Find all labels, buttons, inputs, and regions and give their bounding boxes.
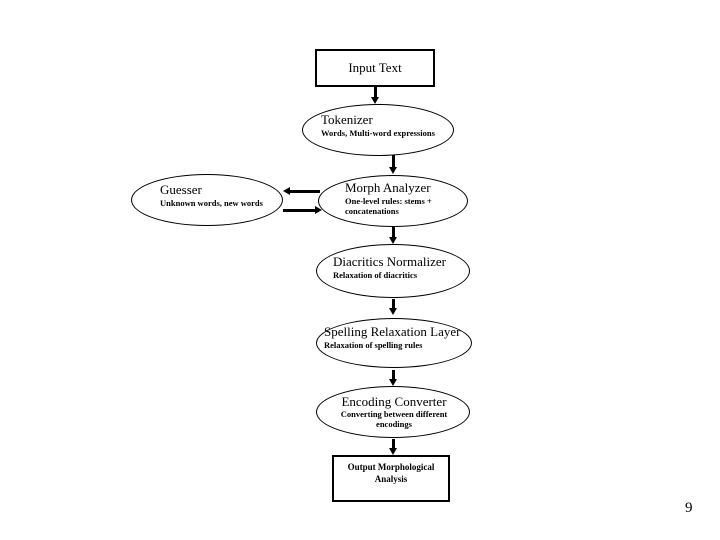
- node-diacritics-normalizer: Diacritics Normalizer Relaxation of diac…: [316, 244, 470, 298]
- node-spelling-relaxation-layer-subtitle: Relaxation of spelling rules: [324, 340, 423, 351]
- arrow-shaft: [392, 370, 395, 379]
- arrow-shaft: [392, 227, 395, 237]
- arrow-head-down-icon: [389, 167, 397, 174]
- node-spelling-relaxation-layer: Spelling Relaxation Layer Relaxation of …: [316, 318, 472, 368]
- arrow-spelling-to-encoding: [389, 370, 398, 386]
- node-tokenizer: Tokenizer Words, Multi-word expressions: [302, 104, 454, 156]
- node-output-title: Output Morphological Analysis: [347, 462, 435, 485]
- arrow-shaft: [392, 439, 395, 448]
- node-morph-analyzer-subtitle: One-level rules: stems + concatenations: [345, 196, 432, 217]
- node-encoding-converter: Encoding Converter Converting between di…: [316, 386, 470, 438]
- arrow-shaft: [374, 87, 377, 97]
- arrow-morph-to-guesser: [283, 187, 320, 196]
- arrow-tokenizer-to-morph: [389, 155, 398, 174]
- arrow-diacritics-to-spelling: [389, 299, 398, 315]
- arrow-head-right-icon: [315, 206, 322, 214]
- arrow-shaft: [392, 299, 395, 308]
- node-guesser: Guesser Unknown words, new words: [131, 174, 283, 226]
- node-input-text: Input Text: [315, 49, 435, 87]
- arrow-head-down-icon: [371, 97, 379, 104]
- node-spelling-relaxation-layer-title: Spelling Relaxation Layer: [324, 324, 461, 339]
- arrow-head-left-icon: [283, 187, 290, 195]
- arrow-shaft: [290, 190, 320, 193]
- node-morph-analyzer-title: Morph Analyzer: [345, 180, 431, 195]
- arrow-morph-to-diacritics: [389, 227, 398, 244]
- node-guesser-title: Guesser: [160, 182, 202, 197]
- node-encoding-converter-title: Encoding Converter: [341, 394, 447, 409]
- node-output: Output Morphological Analysis: [332, 455, 450, 502]
- arrow-head-down-icon: [389, 308, 397, 315]
- arrow-shaft: [392, 155, 395, 167]
- node-diacritics-normalizer-title: Diacritics Normalizer: [333, 254, 446, 269]
- arrow-encoding-to-output: [389, 439, 398, 455]
- arrow-head-down-icon: [389, 237, 397, 244]
- arrow-input-to-tokenizer: [371, 87, 380, 104]
- node-encoding-converter-subtitle: Converting between different encodings: [340, 409, 448, 430]
- node-morph-analyzer: Morph Analyzer One-level rules: stems + …: [318, 175, 468, 227]
- node-tokenizer-subtitle: Words, Multi-word expressions: [321, 128, 435, 139]
- arrow-head-down-icon: [389, 379, 397, 386]
- page-number: 9: [685, 500, 693, 516]
- arrow-head-down-icon: [389, 448, 397, 455]
- arrow-guesser-to-morph: [283, 206, 322, 215]
- node-guesser-subtitle: Unknown words, new words: [160, 198, 263, 209]
- node-input-text-title: Input Text: [348, 60, 402, 75]
- node-diacritics-normalizer-subtitle: Relaxation of diacritics: [333, 270, 418, 281]
- arrow-shaft: [283, 209, 315, 212]
- node-tokenizer-title: Tokenizer: [321, 112, 373, 127]
